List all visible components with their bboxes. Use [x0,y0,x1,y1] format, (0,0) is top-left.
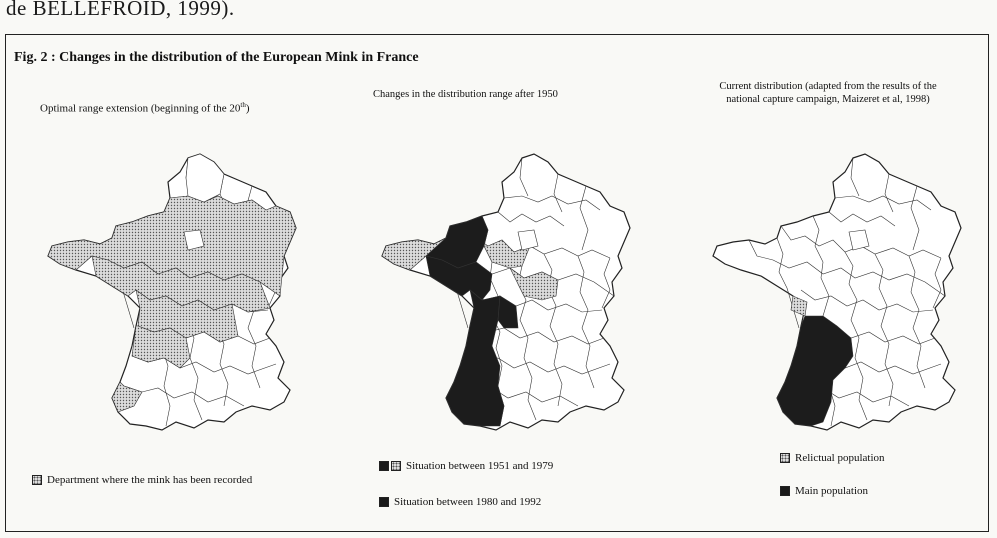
legend-panel-3-item-1: Relictual population [780,452,885,464]
dotted-swatch-icon [780,453,790,463]
legend-label: Department where the mink has been recor… [47,474,253,486]
panel-1-title-end: ) [245,102,250,115]
solid-swatch-icon [780,486,790,496]
legend-label: Situation between 1951 and 1979 [406,460,554,472]
solid-swatch-icon [379,497,389,507]
preceding-text-fragment: de BELLEFROID, 1999). [6,0,235,20]
figure-title: Fig. 2 : Changes in the distribution of … [14,50,419,65]
dotted-departments [47,195,297,413]
legend-label: Situation between 1980 and 1992 [394,496,542,508]
map-changes-after-1950 [381,153,631,431]
map-optimal-range [47,153,297,431]
legend-label: Relictual population [795,452,885,464]
legend-panel-1: Department where the mink has been recor… [32,474,252,486]
panel-1-title-sup: th [240,101,246,109]
legend-label: Main population [795,485,869,497]
figure-frame [5,34,989,532]
distribution-areas [381,215,559,427]
solid-swatch-icon [379,461,389,471]
dotted-swatch-icon [391,461,401,471]
panel-3-title: Current distribution (adapted from the r… [660,80,996,106]
legend-panel-2-item-1: Situation between 1951 and 1979 [379,460,553,472]
current-areas [776,295,854,427]
panel-1-title: Optimal range extension (beginning of th… [40,98,250,116]
legend-panel-3-item-2: Main population [780,485,868,497]
dotted-swatch-icon [32,475,42,485]
panel-1-title-main: Optimal range extension (beginning of th… [40,102,241,115]
legend-panel-2-item-2: Situation between 1980 and 1992 [379,496,541,508]
panel-3-title-line-1: Current distribution (adapted from the r… [719,81,937,92]
map-current-distribution [712,153,962,431]
panel-2-title: Changes in the distribution range after … [373,89,558,100]
panel-3-title-line-2: national capture campaign, Maizeret et a… [726,94,930,105]
